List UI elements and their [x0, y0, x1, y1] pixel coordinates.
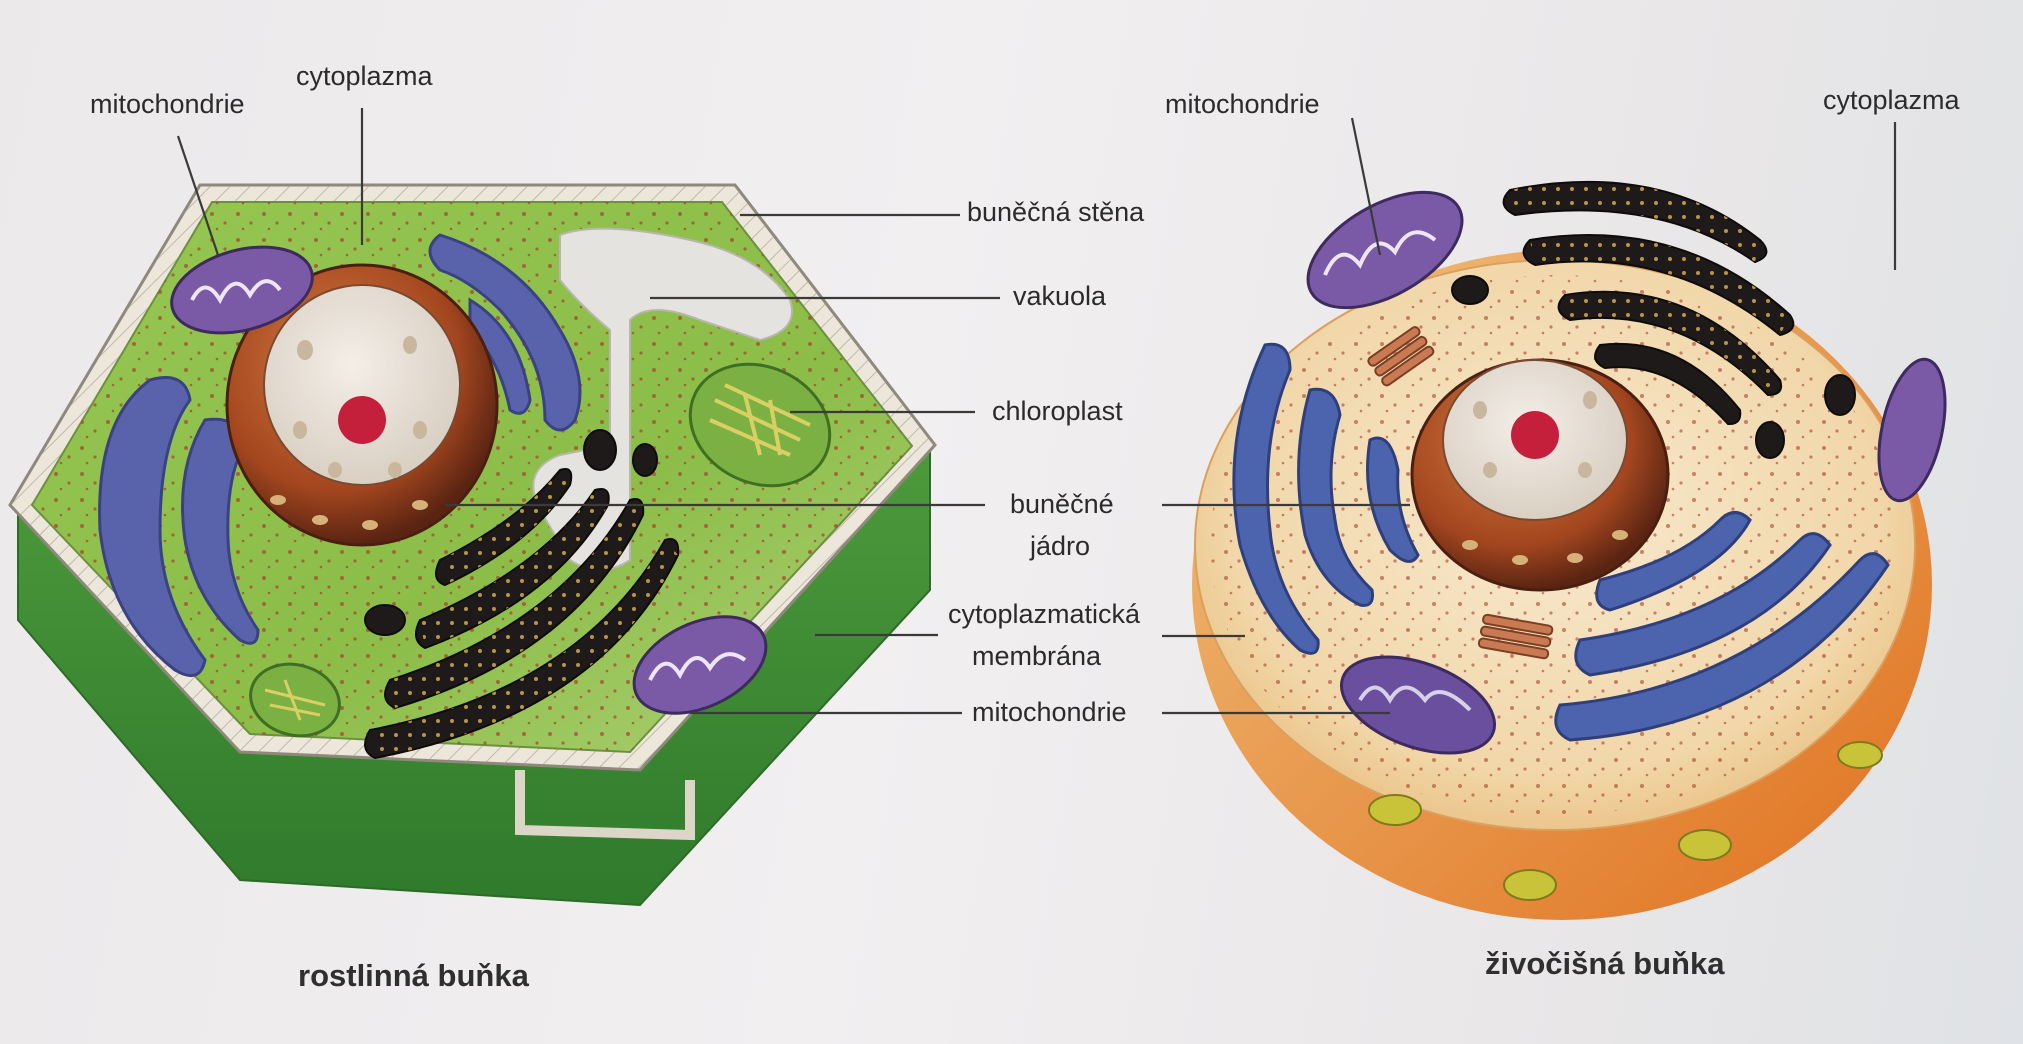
- caption-plant-cell: rostlinná buňka: [298, 958, 529, 994]
- plant-cell: [10, 185, 935, 905]
- animal-nucleus: [1412, 360, 1668, 590]
- label-vakuola: vakuola: [1013, 280, 1106, 312]
- label-mitochondrie-plant-bottom: mitochondrie: [972, 696, 1127, 728]
- label-cytoplazma-plant: cytoplazma: [296, 60, 433, 92]
- label-mitochondrie-animal: mitochondrie: [1165, 88, 1320, 120]
- label-bunecne-jadro-line1: buněčné: [1010, 488, 1114, 520]
- label-cytoplazma-animal: cytoplazma: [1823, 84, 1960, 116]
- animal-cell: [1192, 169, 1956, 920]
- label-bunecne-jadro-line2: jádro: [1030, 530, 1090, 562]
- label-bunecna-stena: buněčná stěna: [967, 196, 1144, 228]
- label-chloroplast: chloroplast: [992, 395, 1123, 427]
- label-cytoplazmaticka-membrana-line2: membrána: [972, 640, 1101, 672]
- label-mitochondrie-plant-top: mitochondrie: [90, 88, 245, 120]
- label-cytoplazmaticka-membrana-line1: cytoplazmatická: [948, 598, 1140, 630]
- caption-animal-cell: živočišná buňka: [1485, 946, 1724, 982]
